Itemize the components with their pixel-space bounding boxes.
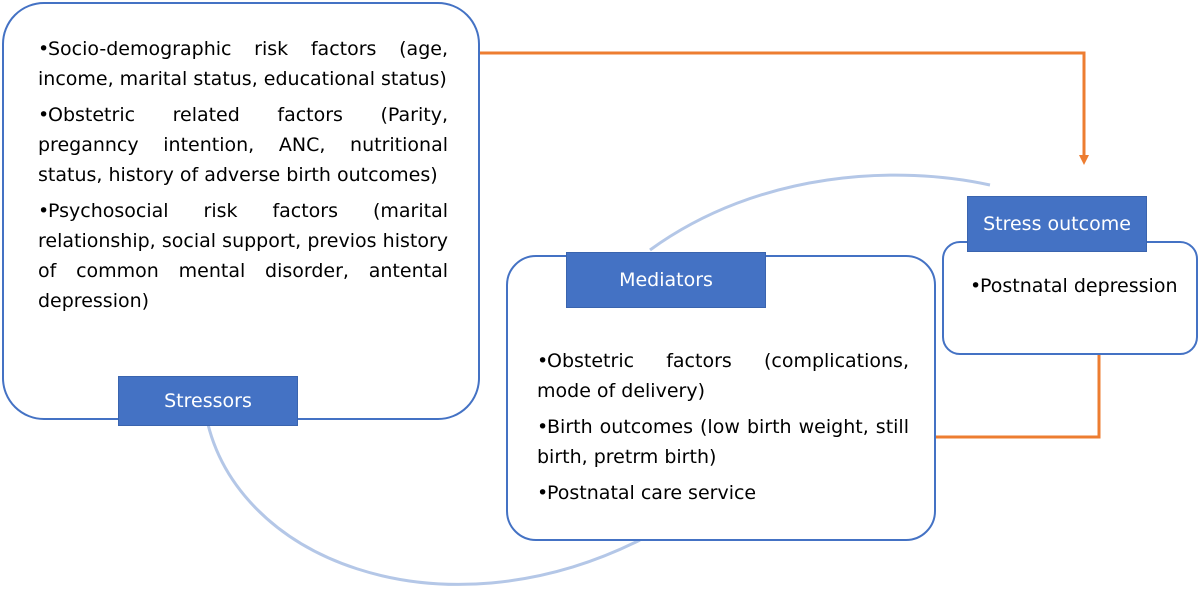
cycle-arc-bottom	[203, 409, 641, 586]
mediator-list: •Obstetric factors (complications, mode …	[537, 346, 909, 514]
mediator-item: •Obstetric factors (complications, mode …	[537, 350, 909, 402]
arrow-stressors-to-outcome	[480, 51, 1089, 165]
stressor-item: •Psychosocial risk factors (marital rela…	[38, 200, 448, 312]
cycle-arc-top	[649, 173, 991, 252]
stressor-item: •Socio-demographic risk factors (age, in…	[38, 38, 448, 90]
stress-outcome-box	[942, 241, 1198, 355]
stressor-item: •Obstetric related factors (Parity, preg…	[38, 104, 448, 186]
stress-outcome-label: Stress outcome	[967, 196, 1147, 252]
mediator-item: •Postnatal care service	[537, 482, 757, 504]
stressor-list: •Socio-demographic risk factors (age, in…	[38, 34, 448, 322]
outcome-list: •Postnatal depression	[970, 271, 1180, 307]
outcome-item: •Postnatal depression	[970, 275, 1178, 297]
stressors-label: Stressors	[118, 376, 298, 426]
mediator-item: •Birth outcomes (low birth weight, still…	[537, 416, 909, 468]
stressors-box	[2, 2, 480, 420]
mediators-label: Mediators	[566, 252, 766, 308]
arrow-mediators-to-outcome	[935, 330, 1104, 439]
